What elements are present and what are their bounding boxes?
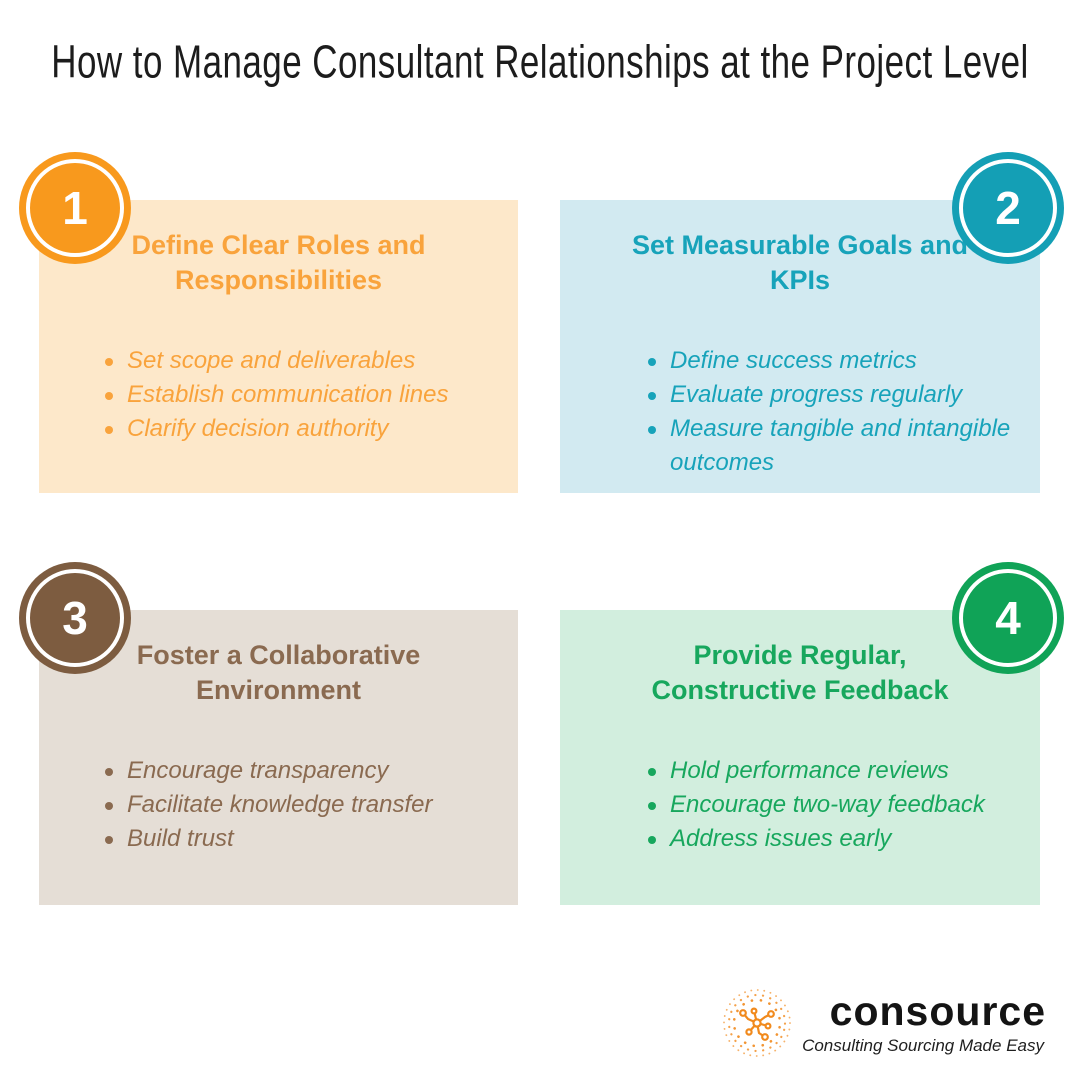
card-title-line: KPIs	[769, 265, 831, 296]
card-title: Provide Regular, Constructive Feedback	[560, 638, 1040, 708]
card-title-line: Foster a Collaborative	[136, 640, 421, 670]
bullet-item: Hold performance reviews	[646, 754, 1016, 788]
card-title-line: Provide Regular,	[693, 640, 907, 670]
bullet-item: Evaluate progress regularly	[646, 378, 1016, 412]
logo: consource Consulting Sourcing Made Easy	[720, 986, 1046, 1060]
step-number: 4	[995, 592, 1021, 644]
bullet-item: Define success metrics	[646, 344, 1016, 378]
bullet-list: Encourage transparency Facilitate knowle…	[103, 754, 493, 856]
card-title: Foster a Collaborative Environment	[39, 638, 518, 708]
network-dots-icon	[723, 989, 791, 1057]
logo-text: consource Consulting Sourcing Made Easy	[802, 990, 1046, 1055]
logo-wordmark: consource	[829, 988, 1046, 1035]
card-title-line: Define Clear Roles and	[131, 230, 426, 260]
step-number: 3	[62, 592, 88, 644]
bullet-item: Facilitate knowledge transfer	[103, 788, 493, 822]
bullet-list: Define success metrics Evaluate progress…	[646, 344, 1016, 480]
bullet-item: Build trust	[103, 822, 493, 856]
step-card-2: 2 Set Measurable Goals and KPIs Define s…	[560, 152, 1064, 493]
step-card-1: 1 Define Clear Roles and Responsibilitie…	[19, 152, 518, 493]
bullet-item: Establish communication lines	[103, 378, 493, 412]
card-title-line: Set Measurable Goals and	[631, 230, 969, 260]
bullet-list: Hold performance reviews Encourage two-w…	[646, 754, 1016, 856]
bullet-item: Measure tangible and intangible outcomes	[646, 412, 1016, 480]
bullet-item: Encourage two-way feedback	[646, 788, 1016, 822]
step-card-3: 3 Foster a Collaborative Environment Enc…	[19, 562, 518, 905]
bullet-item: Encourage transparency	[103, 754, 493, 788]
step-card-4: 4 Provide Regular, Constructive Feedback…	[560, 562, 1064, 905]
step-badge-3: 3	[19, 562, 131, 674]
step-badge-1: 1	[19, 152, 131, 264]
bullet-item: Set scope and deliverables	[103, 344, 493, 378]
step-number: 2	[995, 182, 1021, 234]
card-title-line: Environment	[195, 675, 362, 706]
page-title: How to Manage Consultant Relationships a…	[51, 37, 1029, 89]
step-badge-4: 4	[952, 562, 1064, 674]
card-title: Define Clear Roles and Responsibilities	[39, 228, 518, 298]
card-title-line: Responsibilities	[174, 265, 383, 296]
card-title-line: Constructive Feedback	[651, 675, 949, 706]
bullet-item: Address issues early	[646, 822, 1016, 856]
step-number: 1	[62, 182, 88, 234]
logo-tagline: Consulting Sourcing Made Easy	[802, 1035, 1044, 1055]
bullet-item: Clarify decision authority	[103, 412, 493, 446]
card-title: Set Measurable Goals and KPIs	[560, 228, 1040, 298]
step-badge-2: 2	[952, 152, 1064, 264]
bullet-list: Set scope and deliverables Establish com…	[103, 344, 493, 446]
